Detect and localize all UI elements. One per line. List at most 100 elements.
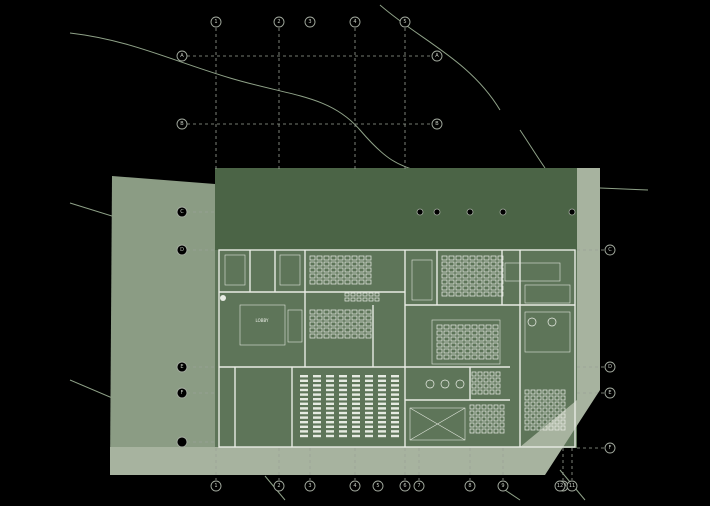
desk — [374, 292, 380, 297]
seat — [326, 434, 334, 438]
desk — [530, 395, 536, 401]
lecture-hall-seating — [300, 375, 399, 438]
seat — [365, 379, 373, 382]
seat — [352, 421, 360, 424]
desk — [316, 267, 323, 273]
desk — [330, 255, 337, 261]
desk — [490, 273, 497, 279]
seat — [300, 425, 308, 428]
seat — [378, 416, 386, 419]
desk — [309, 279, 316, 285]
desk — [323, 309, 330, 315]
desk — [536, 401, 542, 407]
desk — [316, 309, 323, 315]
seat — [300, 375, 308, 378]
grid-bubble-bottom-6: 6 — [399, 480, 411, 492]
desk — [487, 404, 493, 410]
roof-overhang — [215, 168, 577, 250]
desk — [481, 410, 487, 416]
seat — [326, 398, 334, 401]
seat — [352, 411, 360, 415]
grid-bubble-top-3: 3 — [304, 16, 316, 28]
desk — [448, 291, 455, 297]
svg-text:2: 2 — [277, 483, 280, 489]
desk — [330, 315, 337, 321]
desk — [489, 371, 495, 377]
desk — [351, 327, 358, 333]
seat — [313, 384, 321, 387]
desk — [450, 324, 457, 330]
desk — [344, 297, 350, 302]
svg-text:B: B — [180, 121, 184, 127]
seat — [313, 379, 321, 382]
desk — [478, 342, 485, 348]
desk — [530, 419, 536, 425]
seat — [339, 402, 347, 405]
desk — [497, 285, 504, 291]
desk — [309, 261, 316, 267]
desk — [344, 273, 351, 279]
seat — [300, 393, 308, 396]
seat — [365, 384, 373, 387]
desk — [457, 336, 464, 342]
desk — [330, 261, 337, 267]
grid-bubble-left-C: C — [176, 206, 188, 218]
desk — [351, 261, 358, 267]
desk — [455, 285, 462, 291]
desk — [478, 330, 485, 336]
desk — [548, 407, 554, 413]
desk — [481, 416, 487, 422]
seat — [352, 375, 360, 378]
seat — [326, 388, 334, 392]
grid-bubble-bottom-11: 11 — [566, 480, 578, 492]
desk — [309, 315, 316, 321]
desk — [469, 261, 476, 267]
desk — [368, 292, 374, 297]
seat — [352, 434, 360, 438]
desk — [309, 255, 316, 261]
desk — [344, 309, 351, 315]
desk — [483, 389, 489, 395]
seat — [339, 434, 347, 438]
seat — [326, 384, 334, 387]
grid-bubble-right-C: C — [604, 244, 616, 256]
desk — [497, 291, 504, 297]
desk — [542, 419, 548, 425]
desk — [542, 389, 548, 395]
desk — [309, 273, 316, 279]
desk — [548, 389, 554, 395]
desk — [374, 297, 380, 302]
seat — [339, 430, 347, 433]
desk — [358, 267, 365, 273]
desk — [475, 416, 481, 422]
seat — [352, 430, 360, 433]
desk — [487, 416, 493, 422]
desk — [436, 330, 443, 336]
desk — [483, 383, 489, 389]
desk — [492, 348, 499, 354]
desk — [316, 321, 323, 327]
seat — [300, 421, 308, 424]
desk — [330, 321, 337, 327]
desk — [469, 422, 475, 428]
svg-text:1: 1 — [214, 19, 217, 25]
desk — [495, 371, 501, 377]
desk — [436, 348, 443, 354]
svg-text:A: A — [435, 53, 439, 59]
desk — [471, 371, 477, 377]
desk — [436, 342, 443, 348]
desk — [471, 324, 478, 330]
desk — [337, 261, 344, 267]
desk — [330, 273, 337, 279]
desk — [356, 297, 362, 302]
seat — [378, 388, 386, 392]
grid-bubble-left-extra — [176, 436, 188, 448]
desk — [524, 401, 530, 407]
desk — [536, 389, 542, 395]
desk — [316, 327, 323, 333]
desk — [471, 383, 477, 389]
desk — [485, 354, 492, 360]
seat — [326, 375, 334, 378]
desk — [490, 267, 497, 273]
